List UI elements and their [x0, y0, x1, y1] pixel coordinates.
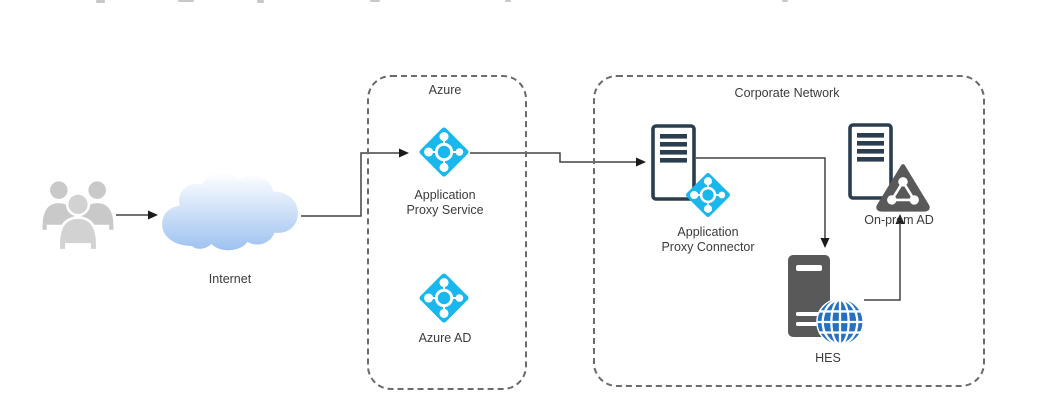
azure-zone-box — [367, 75, 527, 390]
application-proxy-service-label: Application Proxy Service — [406, 188, 484, 218]
cropped-text-artifact — [96, 0, 105, 3]
application-proxy-connector-label: Application Proxy Connector — [661, 225, 755, 255]
azure-ad-icon azure-diamond-icon — [415, 269, 473, 327]
cropped-text-artifact — [505, 0, 511, 2]
azure-zone-label: Azure — [428, 83, 462, 97]
cropped-text-artifact — [257, 0, 264, 3]
on-prem-ad-server-icon — [848, 123, 893, 200]
internet-cloud-icon — [158, 166, 302, 258]
cropped-text-artifact — [370, 0, 380, 2]
internet-label: Internet — [208, 272, 252, 286]
users-icon — [38, 174, 118, 258]
corporate-network-zone-label: Corporate Network — [734, 86, 840, 100]
application-proxy-service-icon azure-diamond-icon — [415, 123, 473, 181]
application-proxy-connector-azure-diamond-icon — [682, 169, 734, 221]
azure-ad-label: Azure AD — [418, 331, 472, 345]
globe-icon — [815, 297, 865, 347]
cropped-text-artifact — [782, 0, 788, 2]
application-proxy-connector-server-icon — [651, 124, 696, 201]
corporate-network-zone-box — [593, 75, 985, 387]
on-prem-ad-label: On-prem AD — [864, 213, 934, 227]
ad-triangle-icon — [875, 162, 931, 212]
hes-label: HES — [815, 351, 841, 365]
cropped-text-artifact — [178, 0, 194, 2]
